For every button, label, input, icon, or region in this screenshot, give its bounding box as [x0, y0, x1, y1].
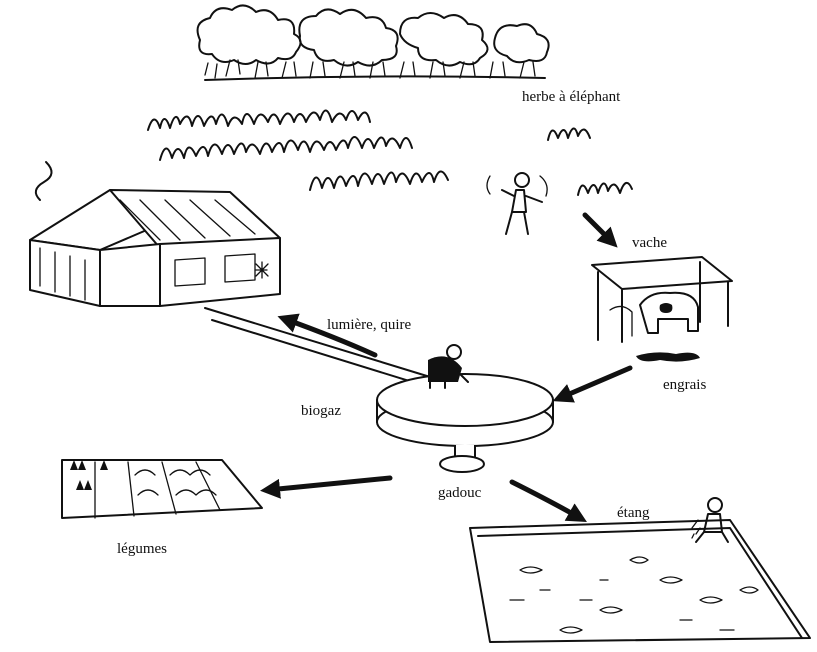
cow-shed-illustration: [591, 256, 733, 343]
house-illustration: [29, 161, 281, 307]
farmer-illustration: [486, 172, 548, 235]
trees-illustration: [196, 4, 550, 81]
label-light-cooking: lumière, quire: [327, 317, 412, 333]
label-sludge: gadouc: [438, 485, 482, 501]
arrow-manure-to-digester: [552, 365, 633, 403]
label-biogas: biogaz: [301, 403, 341, 419]
label-elephant-grass: herbe à éléphant: [522, 89, 621, 105]
vegetable-garden-illustration: [61, 459, 263, 519]
elephant-grass-illustration: [147, 109, 633, 196]
label-cow: vache: [632, 235, 667, 251]
arrow-digester-to-house: [277, 313, 378, 358]
biogas-digester-illustration: [376, 344, 554, 473]
gas-pipe: [204, 307, 441, 389]
flow-arrows: [260, 212, 633, 522]
manure-illustration: [636, 352, 700, 362]
label-vegetables: légumes: [117, 541, 167, 557]
fish-pond-illustration: [469, 497, 811, 643]
arrow-grass-to-cow: [582, 212, 618, 248]
arrow-digester-to-vegetables: [260, 475, 393, 499]
label-pond: étang: [617, 505, 650, 521]
arrow-digester-to-pond: [509, 479, 587, 522]
label-fertilizer: engrais: [663, 377, 707, 393]
